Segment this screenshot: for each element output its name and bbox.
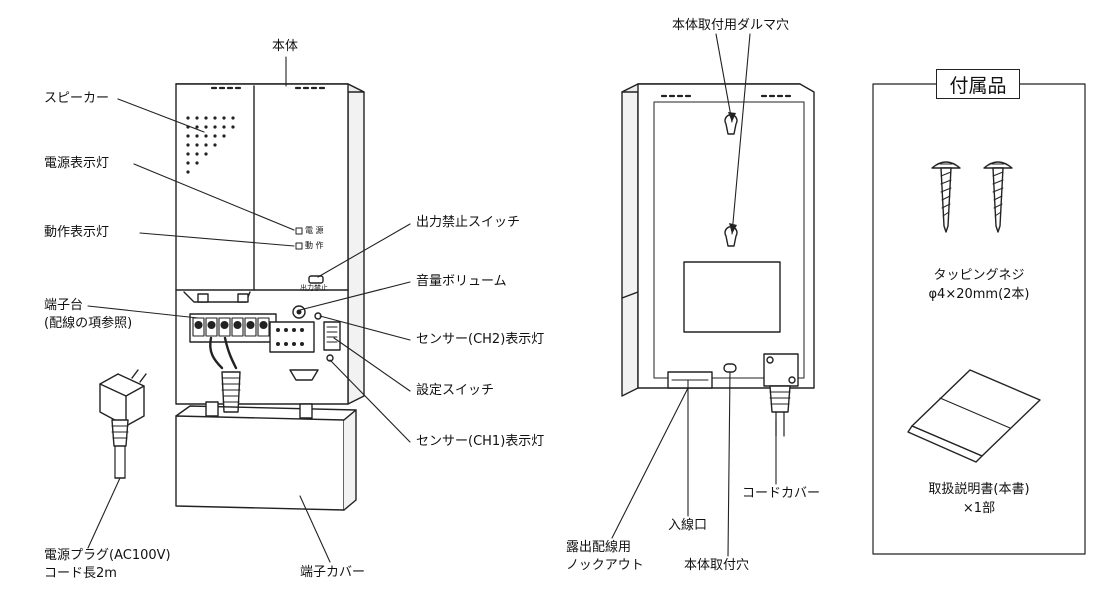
panel-text-action: 動 作 <box>305 241 324 250</box>
label-manual-qty: ×1部 <box>962 501 996 516</box>
label-terminal-cover: 端子カバー <box>300 565 366 580</box>
label-knockout: 露出配線用 <box>566 540 632 555</box>
screw-icon <box>983 161 1013 233</box>
label-output-inhibit-switch: 出力禁止スイッチ <box>416 215 521 230</box>
label-keyhole: 本体取付用ダルマ穴 <box>672 18 790 33</box>
label-terminal-block: 端子台 <box>44 298 84 313</box>
panel-text-power: 電 源 <box>305 226 324 235</box>
manual-icon <box>907 369 1041 463</box>
front-device <box>175 83 365 413</box>
leader-lines <box>87 33 777 563</box>
label-action-lamp: 動作表示灯 <box>44 225 110 240</box>
label-volume: 音量ボリューム <box>416 274 507 289</box>
label-body: 本体 <box>272 39 299 54</box>
label-knockout-2: ノックアウト <box>566 558 644 573</box>
label-terminal-block-note: (配線の項参照) <box>44 316 133 331</box>
label-power-plug: 電源プラグ(AC100V) <box>44 548 171 563</box>
label-cable-entry: 入線口 <box>668 518 708 533</box>
label-screw: タッピングネジ <box>933 268 1025 283</box>
power-plug <box>99 369 147 479</box>
panel-text-inhibit: 出力禁止 <box>300 284 328 292</box>
label-power-lamp: 電源表示灯 <box>44 156 110 171</box>
label-sensor-ch2-lamp: センサー(CH2)表示灯 <box>416 332 545 347</box>
label-speaker: スピーカー <box>44 91 110 106</box>
screw-icon <box>931 161 961 233</box>
label-mount-hole: 本体取付穴 <box>684 558 750 573</box>
label-setting-switch: 設定スイッチ <box>416 383 495 398</box>
label-cord-length: コード長2m <box>44 566 117 581</box>
label-manual: 取扱説明書(本書) <box>928 482 1030 497</box>
label-cord-cover: コードカバー <box>742 486 821 501</box>
label-sensor-ch1-lamp: センサー(CH1)表示灯 <box>416 434 545 449</box>
back-device <box>621 83 815 437</box>
label-screw-spec: φ4×20mm(2本) <box>928 287 1030 302</box>
terminal-cover <box>175 401 357 511</box>
accessories-title: 付属品 <box>936 69 1020 99</box>
